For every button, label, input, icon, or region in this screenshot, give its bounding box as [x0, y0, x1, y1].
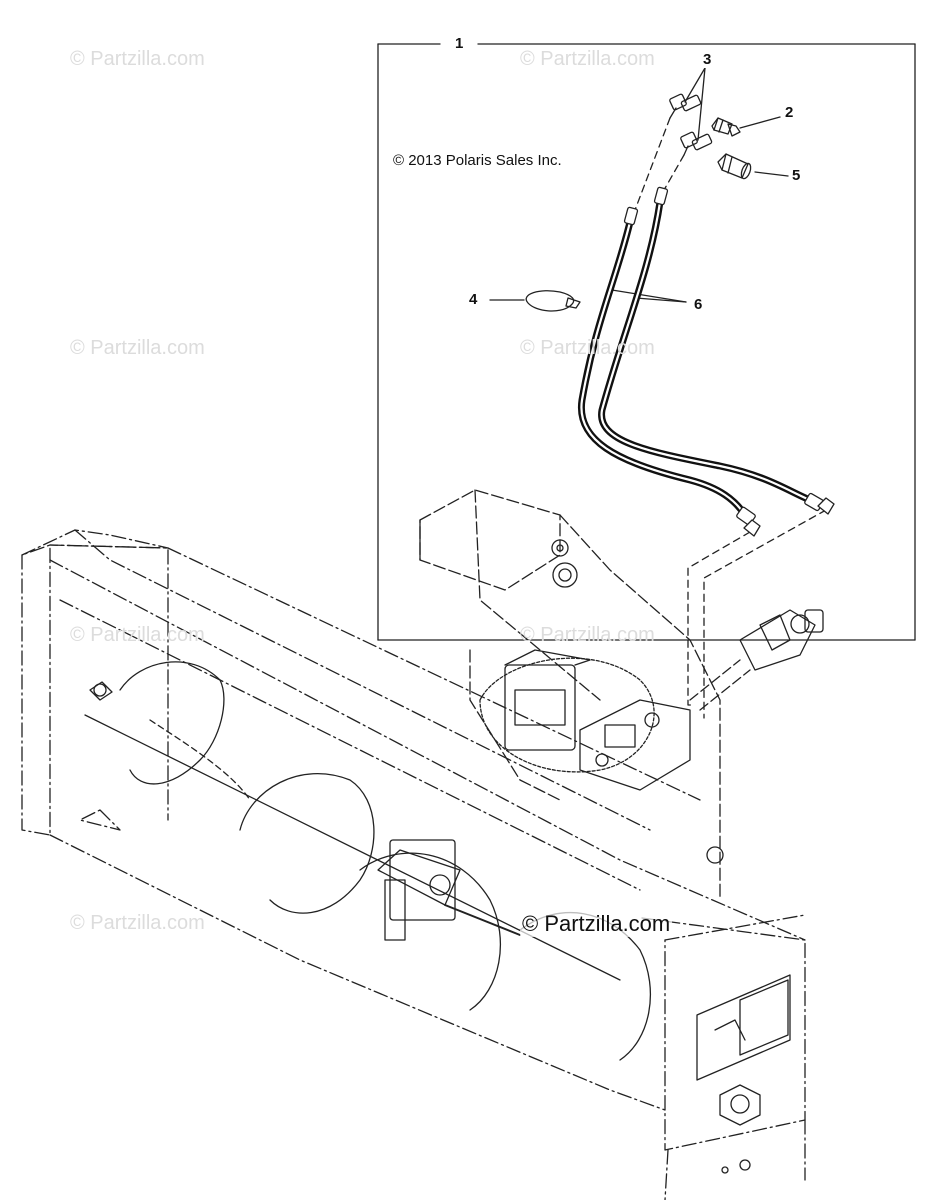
watermark-4: © Partzilla.com [520, 337, 655, 359]
mount-plate [419, 489, 721, 901]
watermark-5: © Partzilla.com [70, 624, 205, 646]
rotator-gear [479, 649, 691, 791]
elbow-fitting-upper [669, 93, 702, 119]
blower-housing [21, 529, 806, 1200]
watermark-7: © Partzilla.com [70, 912, 205, 934]
leader-lines [489, 67, 789, 303]
watermark-1: © Partzilla.com [70, 48, 205, 70]
callout-3: 3 [700, 51, 715, 68]
watermark-center: © Partzilla.com [520, 911, 673, 937]
callout-4: 4 [466, 291, 481, 308]
coupler-male [711, 117, 741, 137]
cable-tie [525, 290, 581, 312]
coupler-female [717, 153, 752, 180]
callout-6: 6 [691, 296, 706, 313]
hydraulic-hoses [577, 186, 835, 537]
watermark-3: © Partzilla.com [70, 337, 205, 359]
kit-box [377, 43, 916, 641]
dashed-routes [634, 117, 827, 719]
callout-1: 1 [452, 35, 467, 52]
callout-5: 5 [789, 167, 804, 184]
watermark-2: © Partzilla.com [520, 48, 655, 70]
watermark-6: © Partzilla.com [520, 624, 655, 646]
elbow-fitting-lower [680, 131, 713, 156]
pto-shaft [689, 609, 824, 711]
side-plate-details [696, 974, 791, 1174]
copyright-notice: © 2013 Polaris Sales Inc. [393, 152, 562, 169]
chute-bracket [377, 839, 724, 941]
callout-2: 2 [782, 104, 797, 121]
